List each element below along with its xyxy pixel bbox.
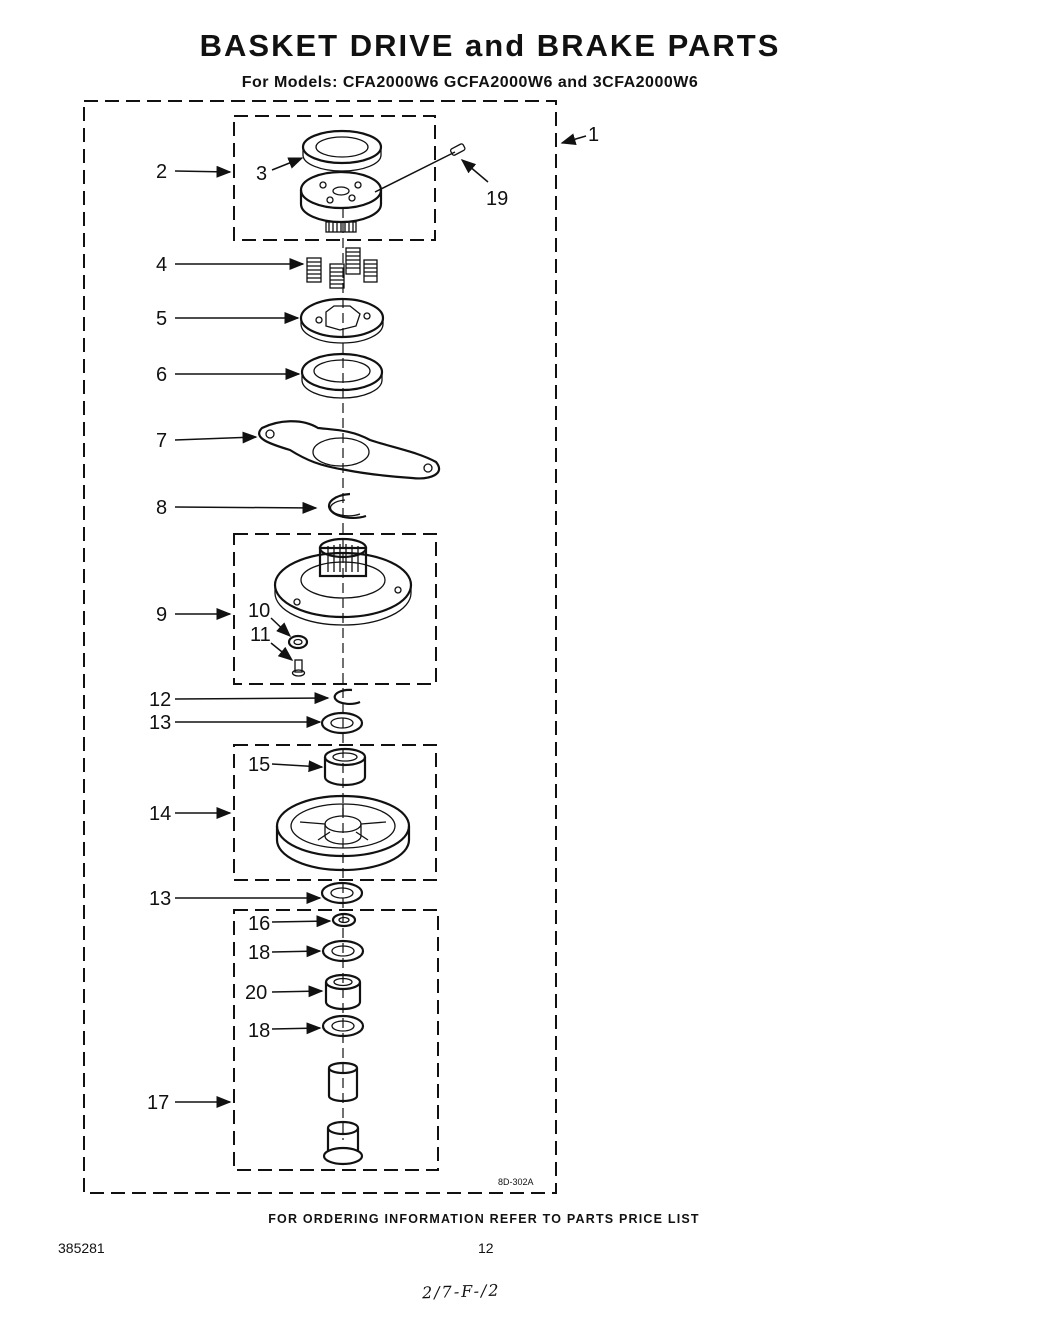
page-number: 12: [478, 1240, 494, 1256]
document-number: 385281: [58, 1240, 105, 1256]
washer-part-13-lower: [320, 881, 364, 905]
handwritten-note: 2/7-F-/2: [421, 1280, 501, 1303]
callout-label-6: 6: [156, 364, 167, 386]
bearing-ring-part-18-lower: [321, 1014, 365, 1038]
callout-label-11: 11: [250, 624, 271, 646]
washer-part-3: [301, 129, 383, 172]
callout-label-17: 17: [147, 1092, 169, 1114]
callout-label-4: 4: [156, 254, 167, 276]
callout-label-15: 15: [248, 754, 270, 776]
callout-label-2: 2: [156, 161, 167, 183]
callout-label-9: 9: [156, 604, 167, 626]
callout-label-10: 10: [248, 600, 270, 622]
callout-label-3: 3: [256, 163, 267, 185]
callout-label-18-upper: 18: [248, 942, 270, 964]
ring-part-6: [300, 352, 384, 399]
drawing-code: 8D-302A: [498, 1177, 534, 1187]
drive-hub-part-2: [299, 170, 383, 233]
callout-label-8: 8: [156, 497, 167, 519]
nut-part-10: [287, 634, 309, 650]
snap-ring-part-8: [327, 492, 367, 519]
bearing-ring-part-18-upper: [321, 939, 365, 963]
model-list: For Models: CFA2000W6 GCFA2000W6 and 3CF…: [241, 74, 699, 91]
callout-label-19: 19: [486, 188, 508, 210]
retaining-ring-part-12: [333, 688, 361, 705]
page-title: BASKET DRIVE and BRAKE PARTS: [199, 28, 781, 63]
bracket-part-7: [258, 420, 441, 480]
callout-label-18-lower: 18: [248, 1020, 270, 1042]
callout-label-1: 1: [588, 124, 599, 146]
washer-part-16: [331, 912, 357, 928]
shaft-part-17: [322, 1061, 364, 1166]
callout-label-20: 20: [245, 982, 267, 1004]
washer-part-13-upper: [320, 711, 364, 735]
bolt-part-11: [291, 659, 306, 677]
brake-housing-part-9: [273, 537, 413, 626]
callout-label-13-upper: 13: [149, 712, 171, 734]
group-box-2: [233, 115, 436, 241]
callout-label-16: 16: [248, 913, 270, 935]
callout-label-12: 12: [149, 689, 171, 711]
bearing-part-15: [323, 747, 367, 787]
brake-plate-part-5: [299, 297, 385, 344]
leader-lines: [174, 133, 587, 1108]
springs-part-4: [306, 247, 378, 289]
pulley-part-14: [275, 794, 411, 872]
callout-label-5: 5: [156, 308, 167, 330]
group-box-9: [233, 533, 437, 685]
pin-part-19: [374, 143, 466, 193]
ordering-note: FOR ORDERING INFORMATION REFER TO PARTS …: [268, 1212, 700, 1226]
callout-label-14: 14: [149, 803, 171, 825]
group-box-17: [233, 909, 439, 1171]
callout-label-13-lower: 13: [149, 888, 171, 910]
assembly-outline-1: [83, 100, 557, 1194]
sleeve-part-20: [324, 973, 362, 1011]
callout-label-7: 7: [156, 430, 167, 452]
